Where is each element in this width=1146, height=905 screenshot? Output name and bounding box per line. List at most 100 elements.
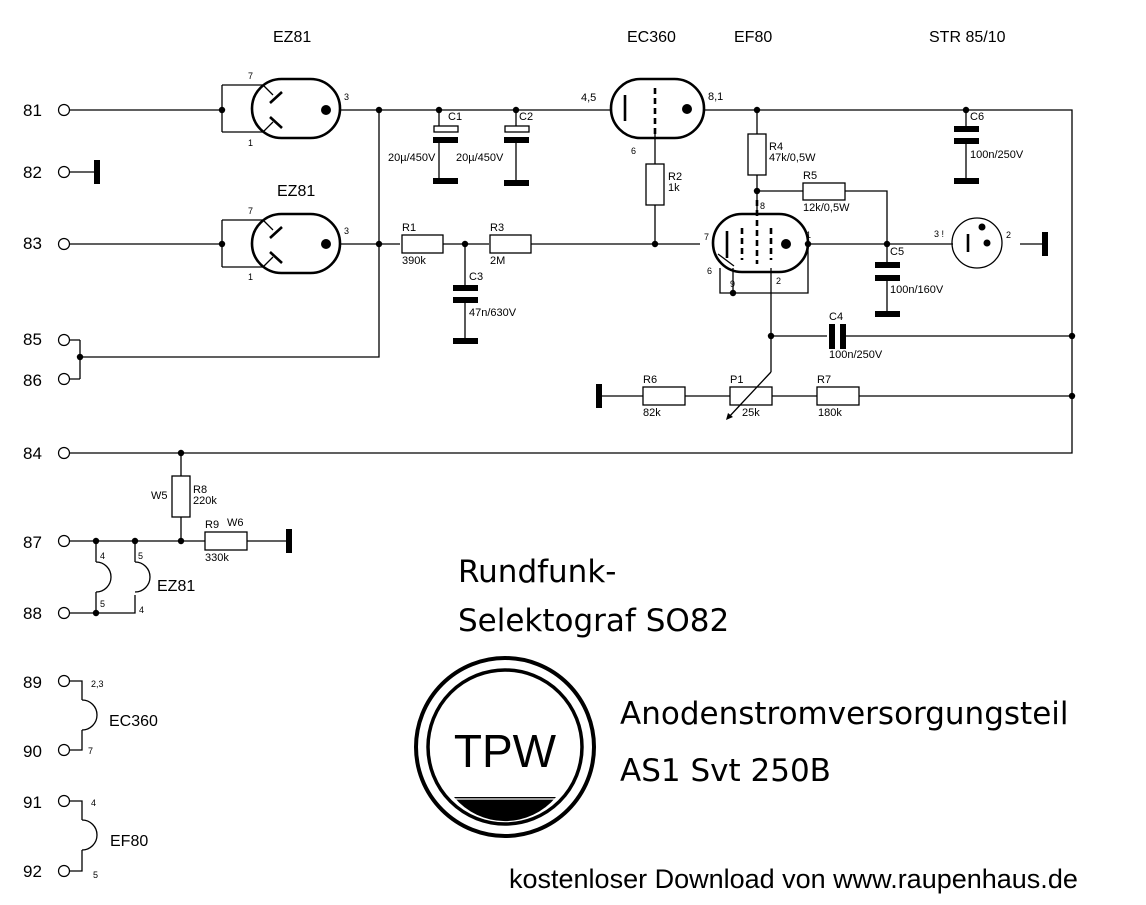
resistor-r6[interactable]: R6 82k — [642, 374, 686, 419]
logo-base-icon — [454, 797, 556, 822]
svg-text:P1: P1 — [730, 374, 743, 386]
svg-text:2,3: 2,3 — [91, 679, 104, 689]
terminal-circle — [57, 165, 71, 179]
terminal-circle — [57, 446, 71, 460]
tube-envelope — [951, 217, 1003, 269]
tube-ez81-mid[interactable]: 7 1 3 — [248, 206, 349, 282]
terminal-91[interactable]: 91 — [23, 793, 71, 812]
resistor-r4[interactable]: R4 47k/0,5W — [747, 133, 816, 176]
terminal-92[interactable]: 92 — [23, 862, 71, 881]
svg-text:1: 1 — [248, 272, 253, 282]
svg-text:88: 88 — [23, 604, 42, 623]
terminal-circle — [57, 534, 71, 548]
terminal-circle — [57, 794, 71, 808]
svg-text:85: 85 — [23, 330, 42, 349]
svg-text:1k: 1k — [668, 182, 680, 194]
svg-text:4: 4 — [91, 798, 96, 808]
terminal-89[interactable]: 89 — [23, 673, 71, 692]
ez81-heater-b-icon — [134, 561, 151, 593]
svg-text:R1: R1 — [402, 222, 416, 234]
svg-text:C6: C6 — [970, 111, 984, 123]
svg-text:R6: R6 — [643, 374, 657, 386]
svg-text:47k/0,5W: 47k/0,5W — [769, 152, 816, 164]
capacitor-c3[interactable]: C3 47n/630V — [453, 271, 517, 344]
terminal-82[interactable]: 82 — [23, 163, 71, 182]
heater-ez81: 4 5 5 4 EZ81 — [100, 551, 195, 615]
svg-text:4,5: 4,5 — [581, 92, 596, 104]
svg-text:EC360: EC360 — [109, 713, 158, 730]
svg-text:1: 1 — [806, 230, 811, 240]
svg-text:390k: 390k — [402, 255, 426, 267]
svg-text:R2: R2 — [668, 171, 682, 183]
svg-text:EF80: EF80 — [110, 833, 148, 850]
svg-text:EZ81: EZ81 — [157, 578, 195, 595]
resistor-r5[interactable]: R5 12k/0,5W — [802, 170, 850, 214]
capacitor-c6[interactable]: C6 100n/250V — [954, 111, 1024, 184]
terminal-86[interactable]: 86 — [23, 371, 71, 390]
title-line-2: Selektograf SO82 — [458, 603, 729, 639]
terminal-83[interactable]: 83 — [23, 234, 71, 253]
wires — [70, 84, 1073, 872]
terminal-88[interactable]: 88 — [23, 604, 71, 623]
svg-text:86: 86 — [23, 371, 42, 390]
svg-text:84: 84 — [23, 444, 42, 463]
terminal-circle — [57, 606, 71, 620]
capacitor-c1[interactable]: C1 20µ/450V — [388, 111, 462, 184]
tube-label-ez81-top: EZ81 — [273, 29, 311, 46]
resistor-r3[interactable]: R3 2M — [489, 222, 532, 267]
svg-text:330k: 330k — [205, 552, 229, 564]
resistor-r2[interactable]: R2 1k — [645, 163, 682, 206]
title-line-1: Rundfunk- — [458, 554, 616, 590]
wiper-arrow-icon — [727, 371, 772, 419]
ef80-heater-icon — [81, 819, 98, 851]
svg-text:7: 7 — [248, 206, 253, 216]
svg-text:92: 92 — [23, 862, 42, 881]
terminal-85[interactable]: 85 — [23, 330, 71, 349]
svg-text:81: 81 — [23, 101, 42, 120]
svg-text:8,1: 8,1 — [708, 91, 723, 103]
svg-text:4: 4 — [100, 551, 105, 561]
terminal-87[interactable]: 87 — [23, 533, 71, 552]
ground-icon — [286, 529, 292, 553]
capacitor-c2[interactable]: C2 20µ/450V — [456, 111, 533, 186]
svg-text:7: 7 — [704, 232, 709, 242]
download-footer[interactable]: kostenloser Download von www.raupenhaus.… — [509, 864, 1078, 894]
svg-text:25k: 25k — [742, 407, 760, 419]
svg-text:C5: C5 — [890, 246, 904, 258]
junction-dots — [76, 106, 1076, 617]
svg-text:W5: W5 — [151, 490, 168, 502]
heater-ef80: 4 5 EF80 — [91, 798, 148, 880]
potentiometer-p1[interactable]: P1 25k — [726, 371, 773, 420]
resistor-r8[interactable]: R8 220k W5 — [151, 475, 217, 518]
ec360-heater-icon — [81, 699, 98, 731]
ground-icon — [596, 384, 602, 408]
tube-label-ef80: EF80 — [734, 29, 772, 46]
svg-text:5: 5 — [100, 599, 105, 609]
resistor-r1[interactable]: R1 390k — [401, 222, 444, 267]
tube-label-str: STR 85/10 — [929, 29, 1006, 46]
title-line-3: Anodenstromversorgungsteil — [620, 696, 1069, 732]
resistor-r7[interactable]: R7 180k — [816, 374, 860, 419]
ground-icon — [94, 160, 100, 184]
svg-text:3: 3 — [344, 92, 349, 102]
tube-str-85-10[interactable]: 3 ! 2 — [934, 217, 1011, 269]
tube-ez81-top[interactable]: 7 1 3 — [248, 71, 349, 148]
tube-envelope — [711, 212, 810, 274]
svg-text:220k: 220k — [193, 495, 217, 507]
capacitor-c5[interactable]: C5 100n/160V — [875, 246, 944, 317]
terminal-circle — [57, 103, 71, 117]
tube-ef80[interactable]: 8 7 1 6 9 2 — [704, 200, 811, 289]
svg-text:R9: R9 — [205, 519, 219, 531]
terminal-90[interactable]: 90 — [23, 742, 71, 761]
tube-envelope — [250, 212, 342, 275]
terminal-81[interactable]: 81 — [23, 101, 71, 120]
svg-text:TPW: TPW — [454, 725, 557, 777]
terminal-84[interactable]: 84 — [23, 444, 71, 463]
svg-text:C3: C3 — [469, 271, 483, 283]
svg-text:C4: C4 — [829, 311, 843, 323]
svg-text:82: 82 — [23, 163, 42, 182]
tube-ec360[interactable]: 4,5 8,1 6 — [581, 77, 723, 156]
resistor-r9[interactable]: R9 W6 330k — [204, 517, 248, 564]
capacitor-c4[interactable]: C4 100n/250V — [829, 311, 883, 361]
